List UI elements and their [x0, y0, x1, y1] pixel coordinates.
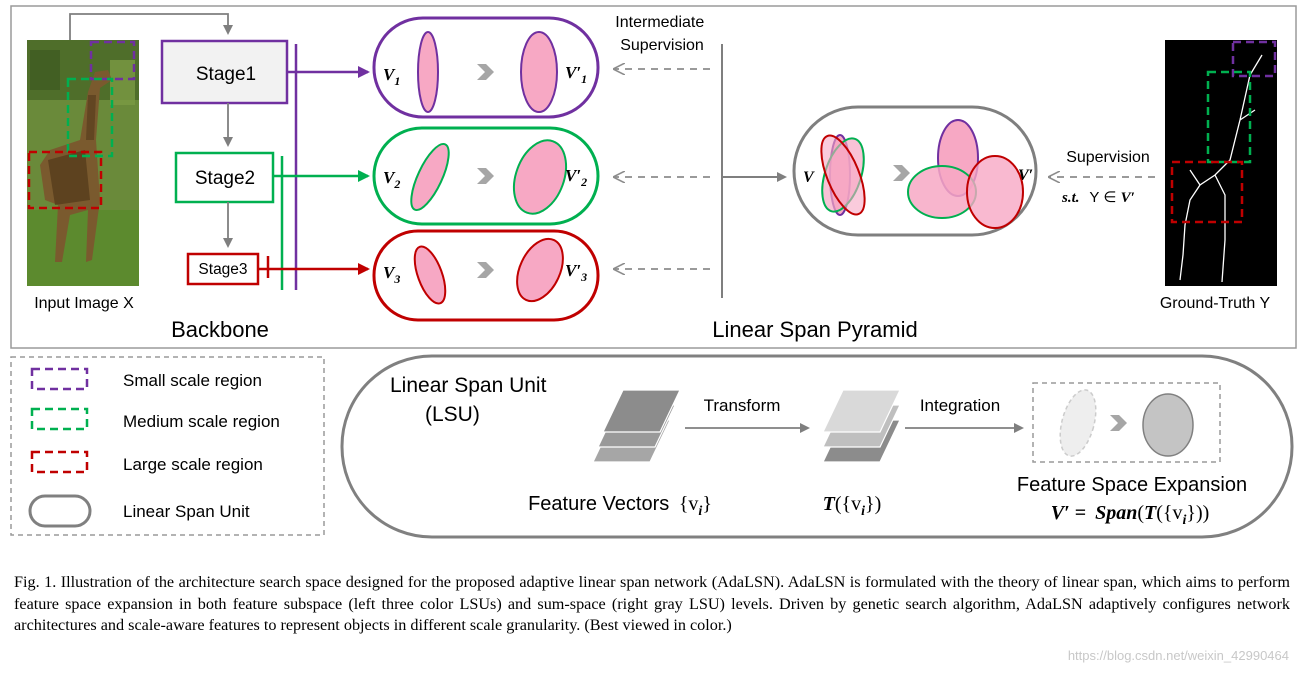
lsu1-v-ellipse [417, 31, 439, 113]
backbone-label: Backbone [171, 317, 269, 342]
pyramid-vp-green [907, 165, 977, 219]
pyramid-chevron-icon [893, 165, 910, 181]
pyramid-vp-red [966, 155, 1024, 229]
legend-lsu-label: Linear Span Unit [123, 502, 250, 521]
transformed-vectors-label: T({vi}) [823, 493, 882, 519]
lsu3-v-ellipse [413, 245, 447, 305]
expansion-source-ellipse [1059, 389, 1097, 457]
legend-lsu-swatch [28, 494, 92, 528]
lsu1-vp-ellipse [520, 31, 558, 113]
legend-medium-label: Medium scale region [123, 412, 280, 431]
legend-small-swatch [30, 367, 89, 391]
pyramid-vp-label: V′ [1018, 167, 1033, 184]
expansion-label: Feature Space Expansion [1017, 474, 1247, 496]
top-panel-frame [10, 5, 1297, 349]
transform-label: Transform [704, 396, 781, 415]
figure-caption: Fig. 1. Illustration of the architecture… [14, 573, 1290, 634]
lsu2-chevron-icon [477, 168, 494, 184]
legend-medium-swatch [30, 407, 89, 431]
feature-vectors-icon [592, 389, 681, 463]
legend-frame [10, 356, 325, 536]
ground-truth-skeleton [1179, 54, 1263, 283]
supervision-constraint: s.t. Y ∈ V′ [1061, 189, 1135, 206]
expansion-result-ellipse [1142, 393, 1194, 457]
lsu3-vp-ellipse [516, 237, 564, 303]
stage2-box [174, 151, 275, 204]
stage1-box [160, 39, 289, 105]
stage3-label: Stage3 [198, 261, 247, 278]
lsu1-v-label: V1 [383, 65, 400, 88]
watermark: https://blog.csdn.net/weixin_42990464 [1067, 648, 1289, 663]
stage1-label: Stage1 [196, 64, 256, 85]
lsu3-v-label: V3 [383, 263, 400, 286]
medium-scale-box [66, 77, 114, 158]
lsu-detail-capsule [340, 354, 1294, 539]
lsu1-chevron-icon [477, 64, 494, 80]
pyramid-v-red [820, 134, 866, 216]
lsu2-v-ellipse [410, 142, 450, 212]
lsu3-vp-label: V′3 [565, 261, 587, 284]
expansion-chevron-icon [1110, 415, 1127, 431]
gt-medium-scale-box [1206, 70, 1252, 164]
integration-label: Integration [920, 396, 1000, 415]
feature-vectors-label: Feature Vectors {vi} [528, 493, 712, 519]
lsu3-chevron-icon [477, 262, 494, 278]
lsp-label: Linear Span Pyramid [712, 317, 917, 342]
supervision-label: Supervision [1066, 149, 1150, 166]
lsu2-vp-ellipse [512, 139, 568, 215]
lsu-detail-title: Linear Span Unit (LSU) [390, 374, 552, 426]
gt-small-scale-box [1231, 40, 1277, 78]
transformed-vectors-icon [822, 389, 901, 463]
input-image [27, 40, 139, 286]
legend-small-label: Small scale region [123, 371, 262, 390]
expansion-formula: V′ = Span(T({vi})) [1051, 502, 1210, 528]
lsu1-vp-label: V′1 [565, 63, 587, 86]
expansion-box [1032, 382, 1221, 463]
input-to-stage1-arrow [69, 13, 233, 40]
intermediate-supervision-label: Intermediate Supervision [615, 14, 708, 54]
input-image-label: Input Image X [34, 295, 134, 312]
large-scale-box [27, 150, 103, 210]
pyramid-v-label: V [803, 169, 815, 186]
lsu2-vp-label: V′2 [565, 166, 587, 189]
legend-large-swatch [30, 450, 89, 474]
legend-large-label: Large scale region [123, 455, 263, 474]
ground-truth-label: Ground-Truth Y [1160, 295, 1271, 312]
architecture-diagram: Input Image X Stage1 Stage2 Stage3 Backb… [10, 5, 1297, 539]
lsu2-v-label: V2 [383, 168, 400, 191]
stage2-label: Stage2 [195, 168, 255, 189]
